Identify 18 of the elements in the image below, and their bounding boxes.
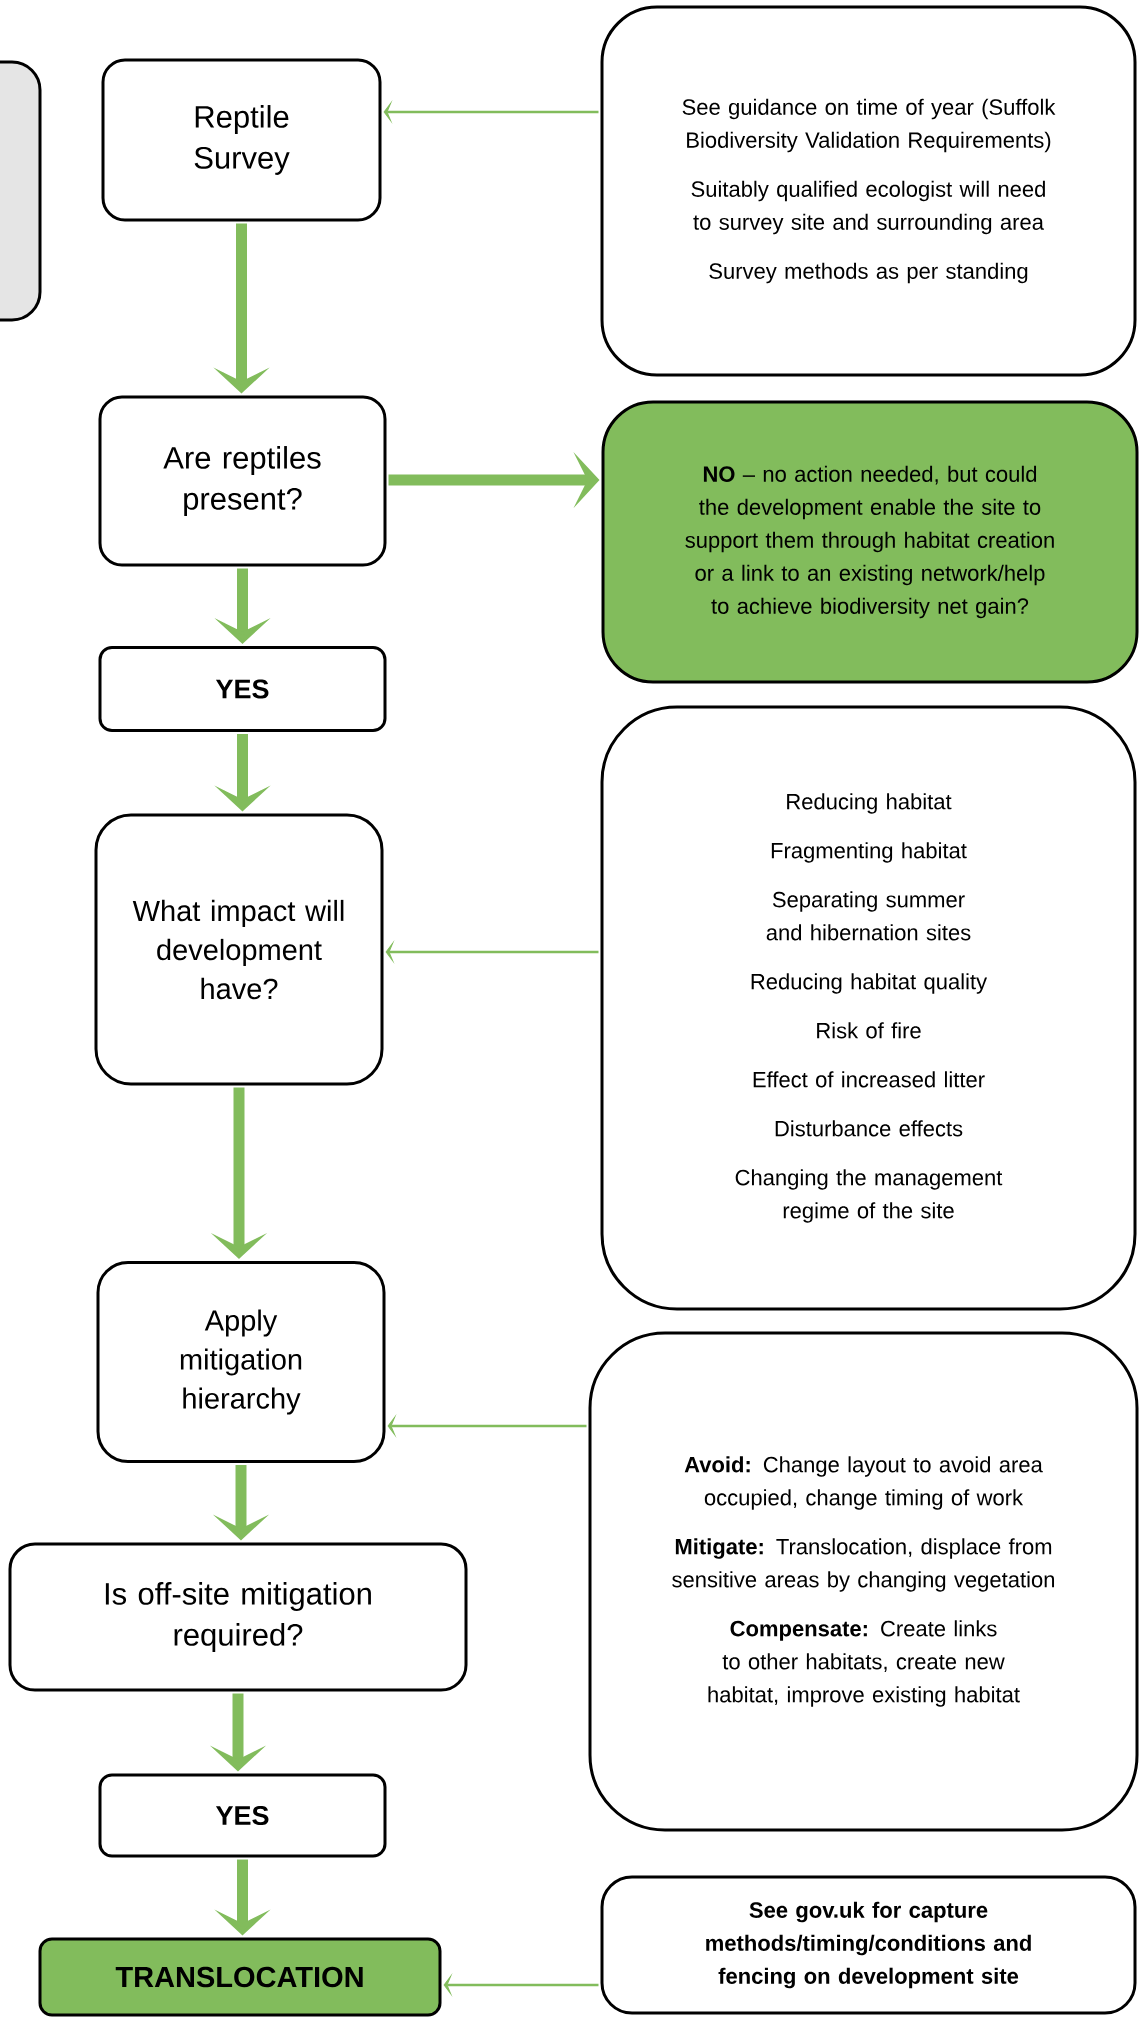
process-box: Reptile Survey (101, 58, 382, 222)
outcome-box: NO – no action needed, but could the development enable the site to support them through habitat creation or a link to an existing network/help to achieve biodiversity net gain? (601, 400, 1139, 684)
decision-box: Is off-site mitigation required? (8, 1542, 468, 1692)
note-box: See guidance on time of year (Suffolk Biodiversity Validation Requirements) Suitably qualified ecologist will need to survey site and surrounding area Survey methods as per standing (600, 5, 1137, 377)
decision-box: Are reptiles present? (98, 395, 387, 567)
arrow (385, 943, 599, 962)
note-box: See gov.uk for capture methods/timing/conditions and fencing on development site (600, 1875, 1137, 2015)
side-panel (0, 60, 42, 322)
decision-box: What impact will development have? (94, 813, 384, 1086)
note-box: Reducing habitat Fragmenting habitat Separating summer and hibernation sites Reducing habitat quality Risk of fire Effect of increased litter Disturbance effects Changing the management regime of the site (600, 705, 1137, 1311)
arrow (443, 1976, 599, 1995)
note-box: Avoid: Change layout to avoid area occupied, change timing of work Mitigate: Translocation, displace from sensitive areas by changing vegetation Compensate: Create links to other habitats, create new habitat, improve existing habitat (588, 1331, 1139, 1832)
outcome-box: TRANSLOCATION (38, 1937, 442, 2017)
answer-box: YES (98, 1773, 387, 1858)
process-box: Apply mitigation hierarchy (96, 1261, 386, 1463)
answer-box: YES (98, 646, 387, 732)
arrow (387, 1417, 587, 1436)
arrow (383, 103, 599, 122)
